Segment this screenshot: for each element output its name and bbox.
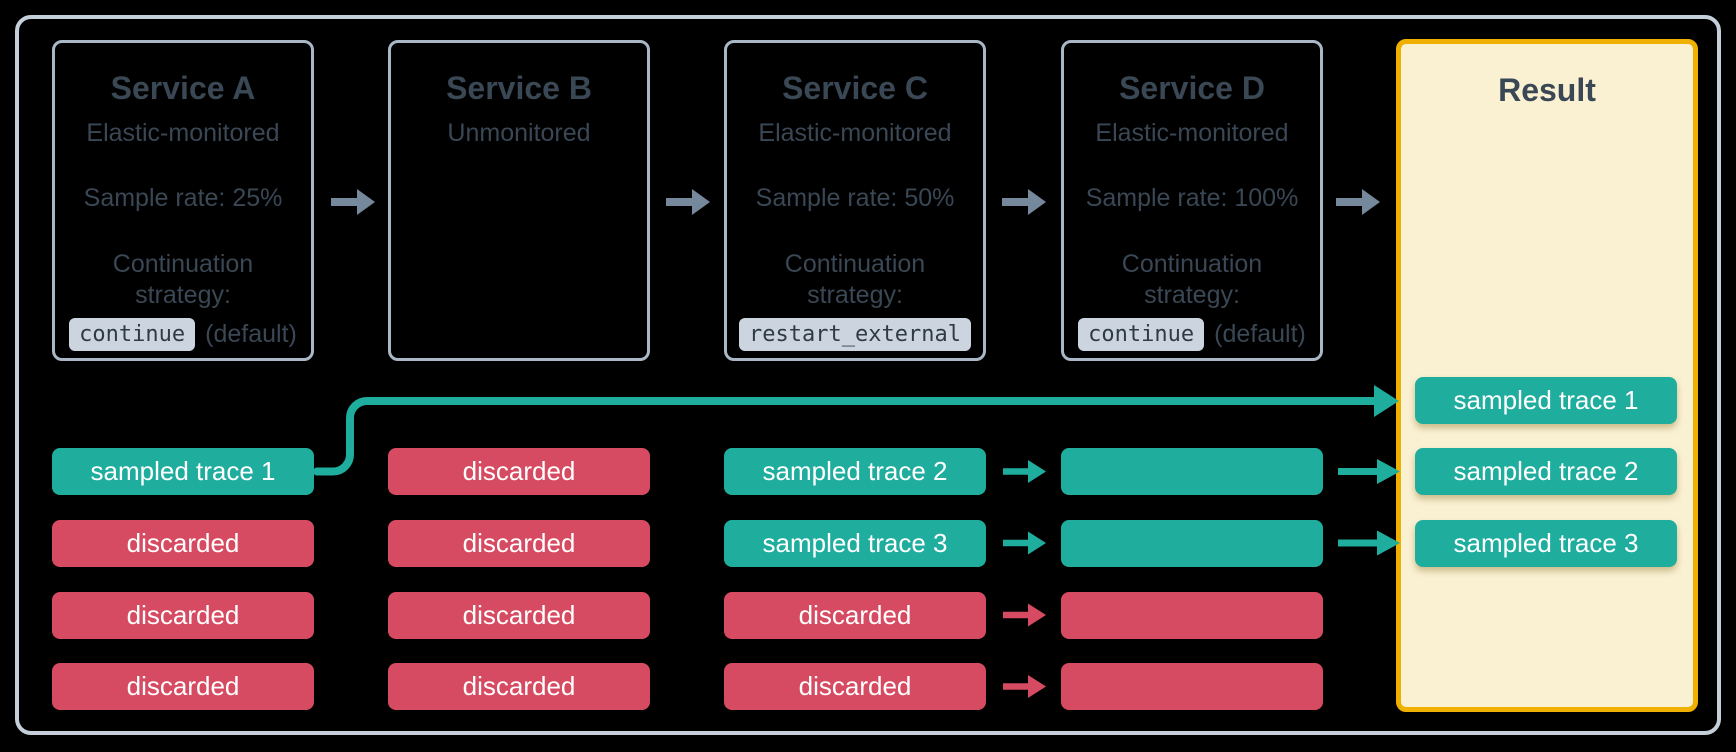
service-d-strategy-label: Continuation strategy: xyxy=(1121,250,1263,309)
service-box-c: Service C Elastic-monitored Sample rate:… xyxy=(724,40,986,361)
service-a-title: Service A xyxy=(110,70,256,106)
service-b-monitoring-label: Unmonitored xyxy=(447,119,591,147)
service-d-monitoring-label: Elastic-monitored xyxy=(1095,119,1289,147)
trace-chip-d-sampled xyxy=(1061,448,1323,495)
service-c-sample-rate: Sample rate: 50% xyxy=(755,184,955,212)
result-chip-sampled-2: sampled trace 2 xyxy=(1415,448,1677,495)
trace-chip-a-discarded: discarded xyxy=(52,663,314,710)
trace-chip-c-sampled-3: sampled trace 3 xyxy=(724,520,986,567)
service-b-title: Service B xyxy=(446,70,592,106)
trace-chip-b-discarded: discarded xyxy=(388,520,650,567)
service-d-strategy-note: (default) xyxy=(1214,320,1306,348)
service-d-strategy-code-chip: continue xyxy=(1078,318,1205,351)
trace-chip-d-discarded xyxy=(1061,592,1323,639)
service-box-d: Service D Elastic-monitored Sample rate:… xyxy=(1061,40,1323,361)
service-d-strategy-value: continue (default) xyxy=(1078,318,1306,351)
trace-chip-a-discarded: discarded xyxy=(52,592,314,639)
trace-chip-b-discarded: discarded xyxy=(388,663,650,710)
trace-chip-b-discarded: discarded xyxy=(388,448,650,495)
service-c-monitoring-label: Elastic-monitored xyxy=(758,119,952,147)
result-chip-sampled-1: sampled trace 1 xyxy=(1415,377,1677,424)
service-d-sample-rate: Sample rate: 100% xyxy=(1085,184,1299,212)
service-d-title: Service D xyxy=(1119,70,1265,106)
trace-chip-d-discarded xyxy=(1061,663,1323,710)
service-a-strategy-code-chip: continue xyxy=(69,318,196,351)
trace-chip-a-sampled-1: sampled trace 1 xyxy=(52,448,314,495)
outer-frame xyxy=(15,15,1721,735)
service-box-a: Service A Elastic-monitored Sample rate:… xyxy=(52,40,314,361)
trace-chip-b-discarded: discarded xyxy=(388,592,650,639)
result-title: Result xyxy=(1498,72,1596,108)
trace-chip-c-discarded: discarded xyxy=(724,592,986,639)
service-c-strategy-value: restart_external xyxy=(739,318,971,351)
service-c-strategy-code-chip: restart_external xyxy=(739,318,971,351)
trace-chip-d-sampled xyxy=(1061,520,1323,567)
service-a-strategy-note: (default) xyxy=(205,320,297,348)
trace-chip-c-sampled-2: sampled trace 2 xyxy=(724,448,986,495)
service-box-b: Service B Unmonitored xyxy=(388,40,650,361)
result-chip-sampled-3: sampled trace 3 xyxy=(1415,520,1677,567)
service-a-monitoring-label: Elastic-monitored xyxy=(86,119,280,147)
service-a-sample-rate: Sample rate: 25% xyxy=(83,184,283,212)
service-c-strategy-label: Continuation strategy: xyxy=(784,250,926,309)
result-box: Result xyxy=(1396,39,1698,712)
service-c-title: Service C xyxy=(782,70,928,106)
service-a-strategy-value: continue (default) xyxy=(69,318,297,351)
trace-chip-a-discarded: discarded xyxy=(52,520,314,567)
service-a-strategy-label: Continuation strategy: xyxy=(112,250,254,309)
trace-chip-c-discarded: discarded xyxy=(724,663,986,710)
